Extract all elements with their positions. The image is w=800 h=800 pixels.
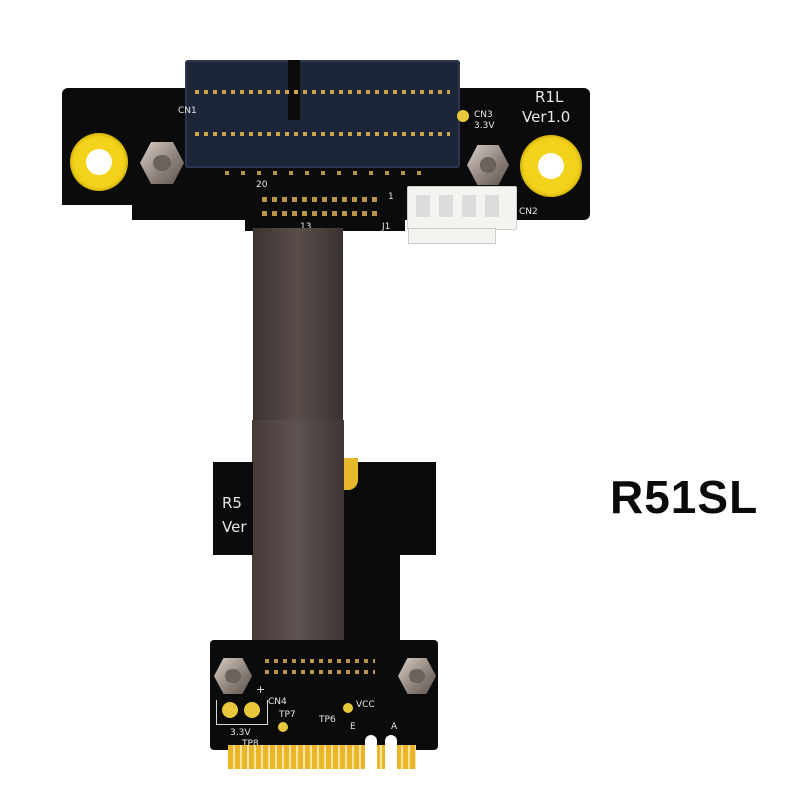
power-connector-pins xyxy=(416,195,508,217)
middle-board-right xyxy=(344,462,436,555)
pcie-slot-pins xyxy=(195,90,450,94)
gold-edge xyxy=(344,458,358,490)
plus-marking: + xyxy=(256,683,266,696)
cn4-label: CN4 xyxy=(268,697,287,707)
a-label: A xyxy=(391,722,398,732)
pin-13-label: 13 xyxy=(300,222,312,232)
test-point xyxy=(343,703,353,713)
top-board-notch xyxy=(62,205,132,225)
test-point xyxy=(278,722,288,732)
cn3-voltage: 3.3V xyxy=(474,121,495,131)
ribbon-cable xyxy=(252,420,344,648)
pin-1-label: 1 xyxy=(388,192,394,202)
m2-header-pins xyxy=(265,659,375,663)
mounting-hole-center xyxy=(86,149,112,175)
power-pad xyxy=(244,702,260,718)
m2-key-notch xyxy=(365,735,377,771)
m2-gold-fingers xyxy=(228,745,416,769)
tp6-label: TP6 xyxy=(319,715,336,725)
tp7-label: TP7 xyxy=(279,710,296,720)
middle-board-name: R5 xyxy=(222,494,242,512)
j1-header-pins xyxy=(262,211,382,216)
power-pad-bracket xyxy=(216,700,268,725)
board-version: Ver1.0 xyxy=(522,108,571,126)
product-label: R51SL xyxy=(610,471,759,523)
led-pad xyxy=(457,110,469,122)
j1-header-pins xyxy=(262,197,382,202)
middle-board-version: Ver xyxy=(222,518,247,536)
ribbon-cable xyxy=(253,228,343,420)
m2-adapter-board xyxy=(210,640,438,750)
middle-board-neck xyxy=(344,555,400,645)
m2-key-notch xyxy=(385,735,397,771)
hex-standoff xyxy=(398,658,436,694)
j1-label: J1 xyxy=(382,222,391,232)
cn1-label: CN1 xyxy=(178,106,197,116)
vcc-label: VCC xyxy=(356,700,375,710)
board-name: R1L xyxy=(535,88,564,106)
tp8-label: TP8 xyxy=(242,739,259,749)
cn2-label: CN2 xyxy=(519,207,538,217)
pin-20-label: 20 xyxy=(256,180,268,190)
hex-standoff xyxy=(467,145,509,185)
middle-board-left xyxy=(213,462,253,555)
pcie-slot-pins xyxy=(195,132,450,136)
voltage-label: 3.3V xyxy=(230,728,251,738)
pcie-slot-connector xyxy=(185,60,460,168)
mounting-hole-center xyxy=(538,153,564,179)
power-pad xyxy=(222,702,238,718)
slot-solder-pins xyxy=(225,171,425,175)
top-board-extension xyxy=(245,185,405,231)
m2-header-pins xyxy=(265,670,375,674)
e-label: E xyxy=(350,722,356,732)
power-connector-base xyxy=(408,228,496,244)
power-connector xyxy=(407,186,517,230)
cn3-label: CN3 xyxy=(474,110,493,120)
